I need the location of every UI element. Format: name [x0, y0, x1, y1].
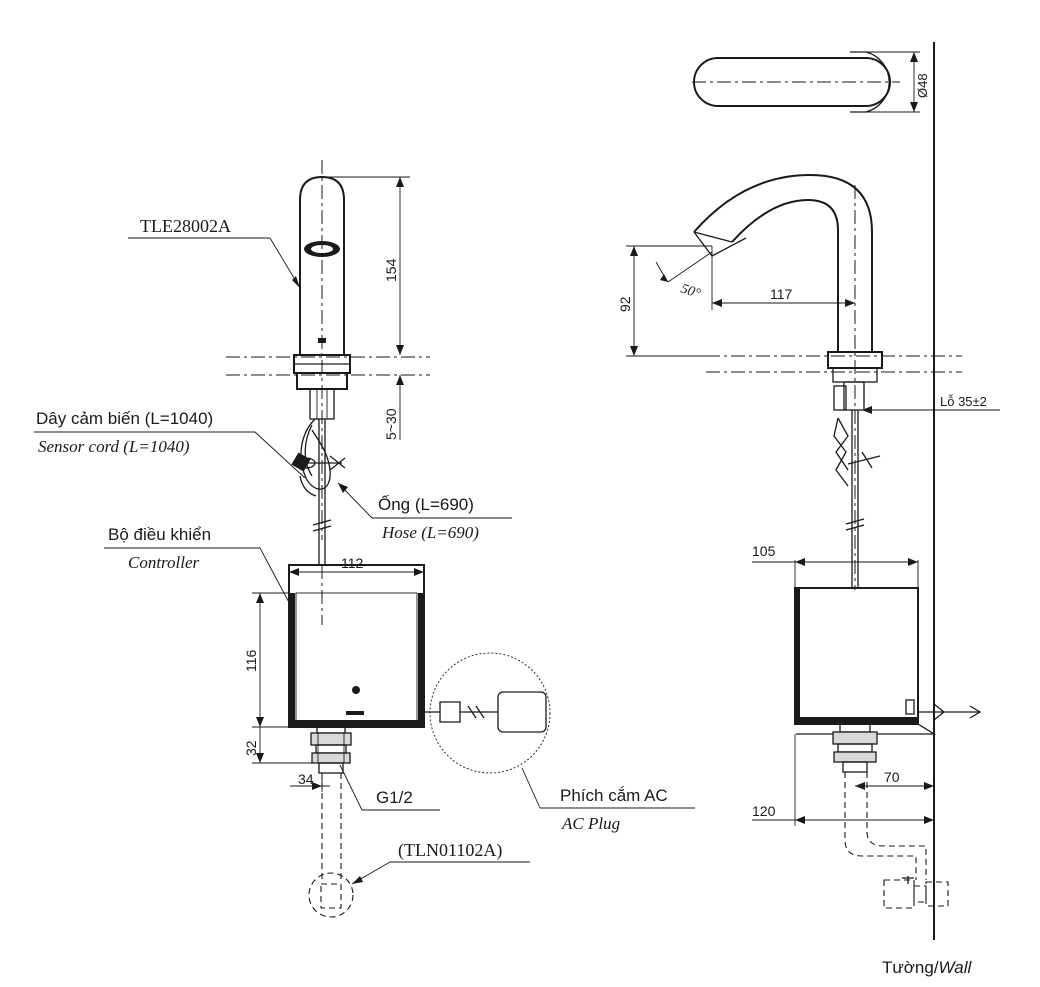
sensor-cord — [291, 418, 346, 497]
dim-diameter: Ø48 — [915, 73, 930, 98]
dim-32: 32 — [243, 740, 259, 756]
dim-faucet-height — [322, 176, 410, 355]
dim-wall-distance — [752, 734, 934, 826]
dim-105: 105 — [752, 543, 776, 559]
model-label: TLE28002A — [140, 216, 231, 236]
controller-box — [288, 564, 425, 728]
controller-label-vi: Bộ điều khiển — [108, 525, 211, 544]
top-view: Ø48 — [692, 51, 930, 113]
controller-label-en: Controller — [128, 553, 200, 572]
leader-lines-front — [34, 237, 530, 885]
valve-label: (TLN01102A) — [398, 840, 502, 861]
dim-5-30: 5~30 — [383, 408, 399, 440]
front-view: TLE28002A Dây cảm biến (L=1040) Sensor c… — [34, 160, 695, 918]
dim-hole — [862, 406, 1000, 414]
dim-spout-height — [626, 245, 712, 357]
wall-label-en: Wall — [939, 958, 973, 977]
ac-plug-detail — [424, 652, 695, 809]
side-supply-pipe — [844, 772, 927, 880]
dim-controller-width — [288, 565, 425, 576]
inlet-fitting — [310, 726, 352, 774]
dim-fitting-width — [290, 773, 330, 792]
plug-label-en: AC Plug — [561, 814, 620, 833]
dim-deck-range — [396, 375, 404, 440]
dim-controller-height — [252, 592, 289, 728]
thread-label: G1/2 — [376, 788, 413, 807]
dim-92: 92 — [617, 296, 633, 312]
hole-label: Lỗ 35±2 — [940, 394, 987, 409]
supply-pipe — [308, 773, 354, 918]
hose — [312, 419, 332, 565]
dim-116: 116 — [243, 649, 259, 672]
controller-side — [794, 587, 937, 735]
sensor-cord-label-vi: Dây cảm biến (L=1040) — [36, 409, 213, 428]
dim-117: 117 — [770, 286, 793, 302]
sensor-cord-label-en: Sensor cord (L=1040) — [38, 437, 190, 456]
wall-label-vi: Tường/ — [882, 958, 939, 977]
dim-70: 70 — [884, 769, 900, 785]
dim-spout-reach — [711, 246, 855, 310]
controller-indicator — [352, 686, 360, 694]
dim-wall-offset — [855, 782, 934, 790]
dim-154: 154 — [383, 258, 399, 282]
dim-34: 34 — [298, 771, 314, 787]
spout-outline — [693, 173, 873, 352]
dim-120: 120 — [752, 803, 776, 819]
hose-label-vi: Ống (L=690) — [378, 494, 474, 514]
dim-112: 112 — [341, 555, 364, 571]
hose-label-en: Hose (L=690) — [381, 523, 479, 542]
side-view: 92 117 50° Lỗ 35±2 105 70 120 Tường/Wall — [617, 42, 1000, 977]
dim-fitting-height — [252, 727, 312, 764]
dim-side-depth — [752, 558, 919, 588]
wall-label: Tường/Wall — [882, 958, 973, 977]
dim-spout-angle — [655, 251, 713, 283]
dim-50: 50° — [679, 282, 703, 302]
plug-label-vi: Phích cắm AC — [560, 786, 668, 805]
